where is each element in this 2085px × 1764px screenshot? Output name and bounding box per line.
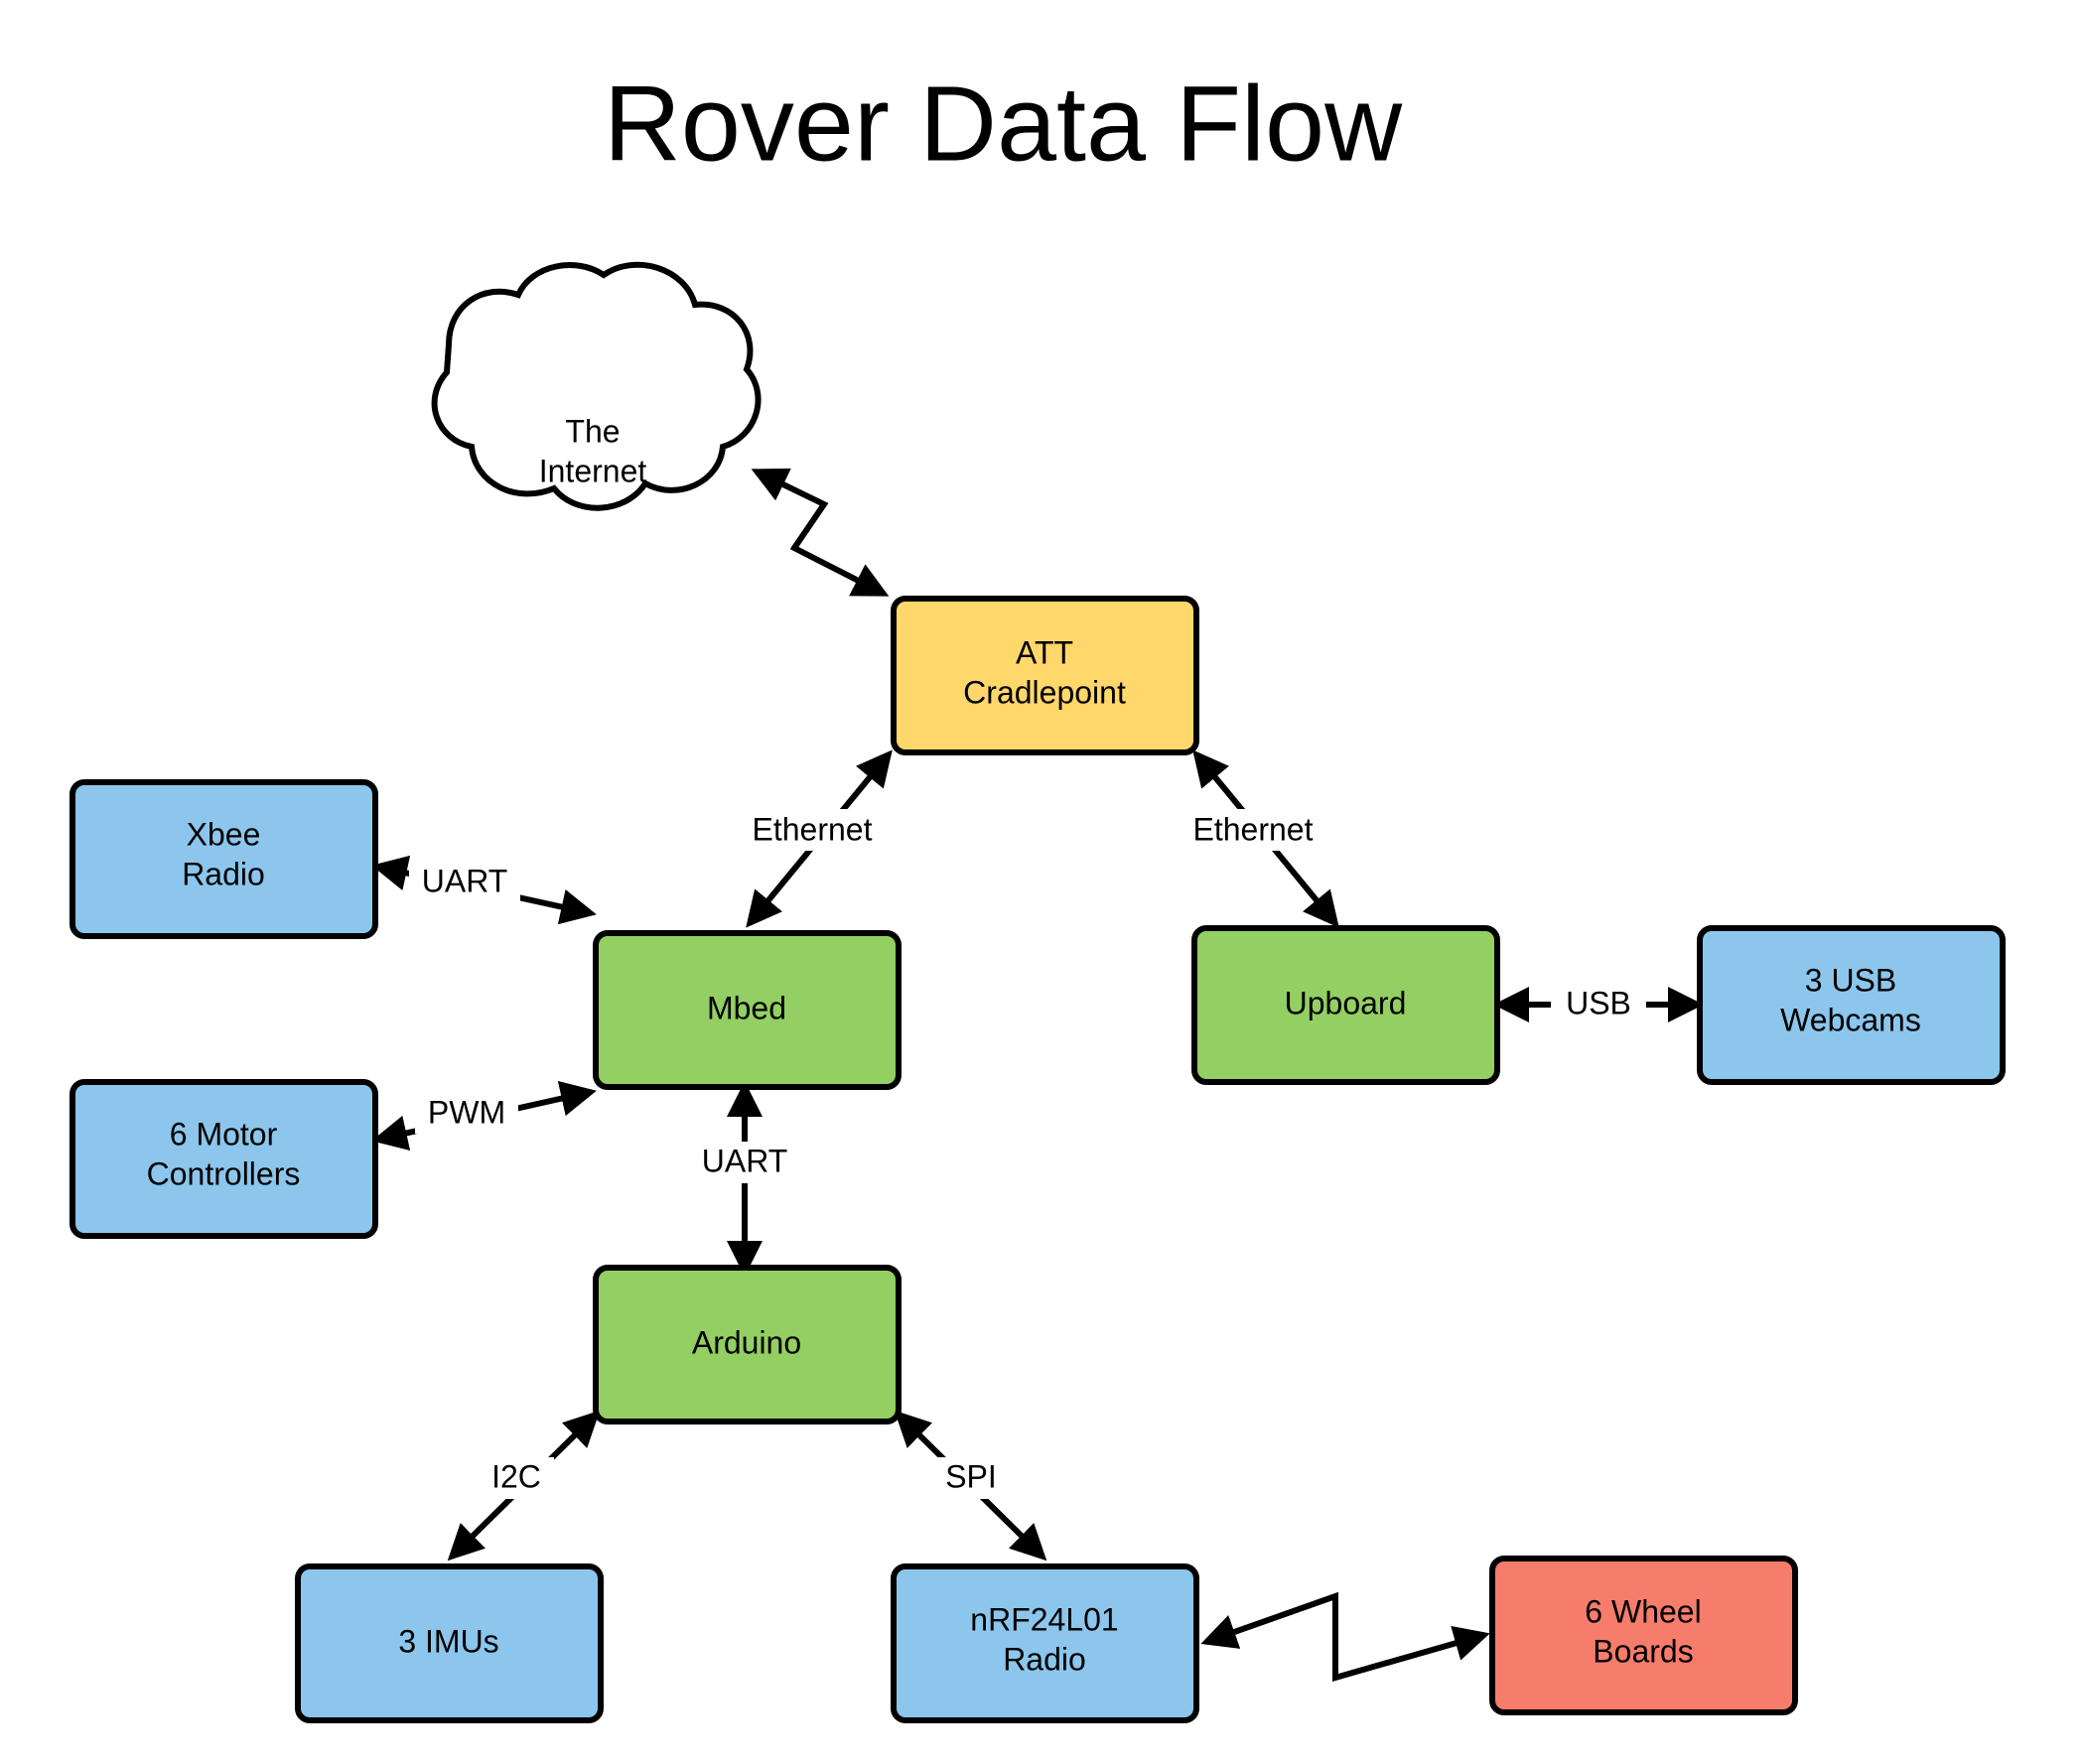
node-wheelboards[interactable]: 6 Wheel Boards — [1489, 1556, 1798, 1715]
page-title: Rover Data Flow — [604, 64, 1403, 184]
edge-label-ethernet-left: Ethernet — [753, 811, 873, 847]
node-webcams-label-1: 3 USB — [1805, 962, 1896, 998]
node-nrf24-box[interactable] — [891, 1563, 1199, 1723]
node-webcams-label-2: Webcams — [1780, 1002, 1921, 1037]
node-motors-box[interactable] — [70, 1079, 378, 1239]
node-mbed-label-1: Mbed — [707, 990, 786, 1025]
node-internet[interactable]: The Internet — [431, 261, 762, 511]
node-mbed-box[interactable] — [593, 930, 902, 1090]
edge-label-bg-usb — [1551, 984, 1646, 1025]
edge-label-bg-ethernet-right — [1177, 809, 1325, 851]
edge-label-uart-xbee: UART — [422, 863, 508, 898]
edge-label-bg-spi — [933, 1457, 1009, 1499]
edge-label-pwm: PWM — [428, 1094, 505, 1130]
node-motors-label-2: Controllers — [147, 1155, 301, 1191]
node-wheelboards-box[interactable] — [1489, 1556, 1798, 1715]
node-arduino-box[interactable] — [593, 1265, 902, 1425]
node-upboard[interactable]: Upboard — [1191, 925, 1500, 1085]
node-xbee-label-2: Radio — [182, 856, 265, 891]
node-internet-label-2: Internet — [539, 453, 647, 488]
node-upboard-box[interactable] — [1191, 925, 1500, 1085]
node-motors[interactable]: 6 Motor Controllers — [70, 1079, 378, 1239]
node-cradlepoint[interactable]: ATT Cradlepoint — [891, 596, 1199, 755]
node-motors-label-1: 6 Motor — [170, 1116, 278, 1152]
node-arduino-label-1: Arduino — [692, 1324, 801, 1360]
node-imus[interactable]: 3 IMUs — [295, 1563, 604, 1723]
node-imus-box[interactable] — [295, 1563, 604, 1723]
node-upboard-label-1: Upboard — [1285, 985, 1407, 1020]
node-imus-label-1: 3 IMUs — [398, 1623, 498, 1659]
node-wheelboards-label-1: 6 Wheel — [1585, 1593, 1701, 1629]
node-nrf24-label-2: Radio — [1003, 1641, 1086, 1677]
edge-label-usb: USB — [1566, 985, 1631, 1020]
node-mbed[interactable]: Mbed — [593, 930, 902, 1090]
node-xbee[interactable]: Xbee Radio — [70, 779, 378, 939]
node-xbee-label-1: Xbee — [187, 816, 261, 852]
node-cradlepoint-box[interactable] — [891, 596, 1199, 755]
node-arduino[interactable]: Arduino — [593, 1265, 902, 1425]
node-cradlepoint-label-1: ATT — [1016, 634, 1073, 670]
node-nrf24[interactable]: nRF24L01 Radio — [891, 1563, 1199, 1723]
edge-label-bg-ethernet-left — [735, 809, 884, 851]
edge-internet-cradlepoint — [751, 468, 890, 597]
node-internet-label-1: The — [565, 413, 620, 449]
node-nrf24-label-1: nRF24L01 — [970, 1601, 1118, 1637]
edge-label-ethernet-right: Ethernet — [1193, 811, 1314, 847]
edge-label-bg-uart-xbee — [409, 861, 520, 902]
edge-label-bg-i2c — [479, 1457, 554, 1499]
edge-nrf24-wheelboards — [1200, 1591, 1490, 1682]
edge-label-spi: SPI — [945, 1458, 997, 1494]
edge-label-uart-arduino: UART — [702, 1143, 788, 1178]
edge-label-i2c: I2C — [491, 1458, 541, 1494]
edge-label-bg-uart-arduino — [689, 1142, 800, 1183]
node-xbee-box[interactable] — [70, 779, 378, 939]
node-webcams[interactable]: 3 USB Webcams — [1697, 925, 2006, 1085]
node-cradlepoint-label-2: Cradlepoint — [963, 674, 1126, 710]
node-wheelboards-label-2: Boards — [1593, 1633, 1693, 1669]
edge-label-bg-pwm — [415, 1092, 518, 1134]
node-webcams-box[interactable] — [1697, 925, 2006, 1085]
